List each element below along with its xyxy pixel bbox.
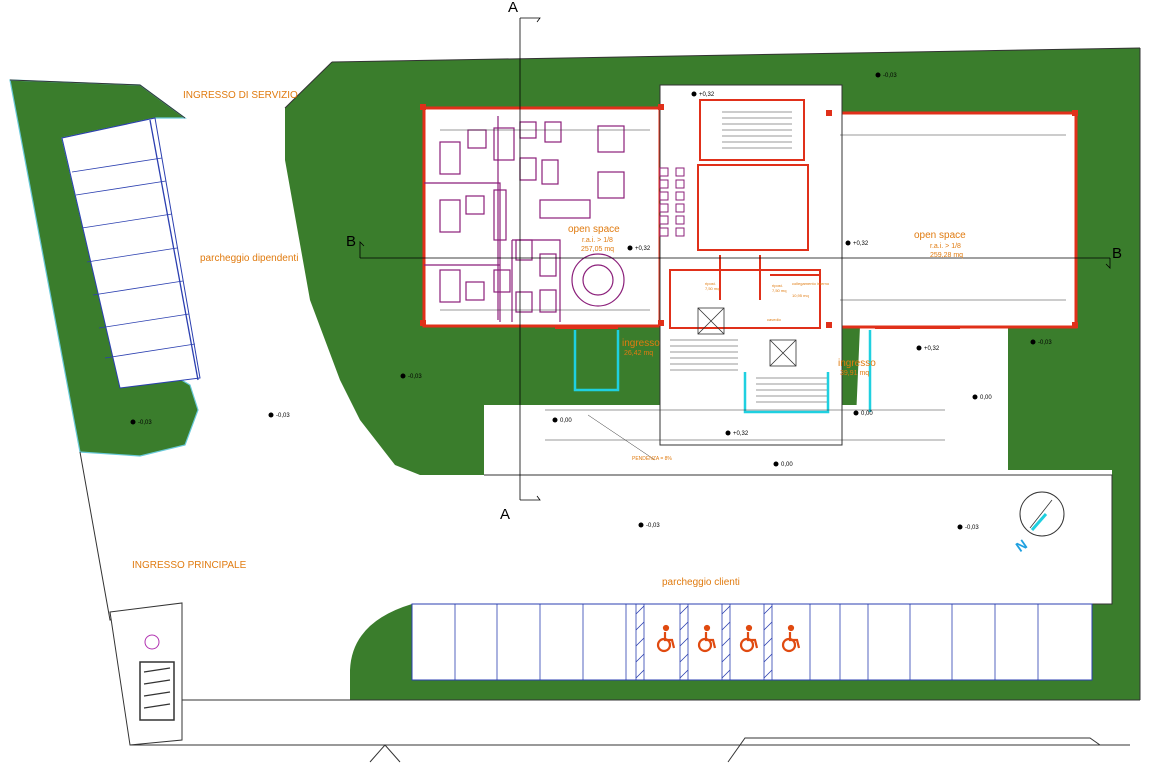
svg-text:+0,32: +0,32	[924, 346, 940, 352]
section-mark-b-right: B	[1112, 245, 1122, 262]
wheelchair-icon	[739, 624, 759, 653]
svg-text:259,28 mq: 259,28 mq	[930, 252, 963, 259]
section-lines	[359, 17, 1111, 501]
svg-text:-0,03: -0,03	[883, 73, 897, 79]
wheelchair-icon	[781, 624, 801, 653]
site-outline	[9, 47, 1141, 763]
section-mark-a-bottom: A	[500, 506, 510, 523]
level-marker-icon: +0,32	[627, 245, 651, 252]
employee-parking	[61, 117, 201, 389]
room-open-space-west: open space r.a.i. > 1/8 257,05 mq	[568, 224, 620, 253]
room-storage-1: ripost. 7,50 mq	[705, 281, 719, 291]
svg-text:0,00: 0,00	[980, 395, 992, 401]
level-marker-icon: -0,03	[130, 419, 152, 426]
svg-text:257,05 mq: 257,05 mq	[581, 246, 614, 253]
room-storage-2: ripost. 7,50 mq	[772, 283, 786, 293]
employee-parking-label: parcheggio dipendenti	[200, 253, 298, 264]
level-marker-icon: -0,03	[957, 524, 979, 531]
svg-text:ingresso: ingresso	[622, 338, 660, 349]
level-marker-icon: 0,00	[972, 394, 992, 401]
building	[420, 84, 1078, 461]
svg-text:-0,03: -0,03	[138, 420, 152, 426]
svg-text:+0,32: +0,32	[853, 241, 869, 247]
furniture	[424, 116, 685, 322]
svg-text:ripost.: ripost.	[772, 283, 783, 288]
level-marker-icon: -0,03	[268, 412, 290, 419]
section-mark-a-top: A	[508, 0, 518, 16]
section-mark-b-left: B	[346, 233, 356, 250]
client-parking-label: parcheggio clienti	[662, 577, 740, 588]
svg-text:-0,03: -0,03	[965, 525, 979, 531]
svg-text:7,50 mq: 7,50 mq	[705, 286, 719, 291]
wheelchair-icon	[656, 624, 676, 653]
svg-text:-0,03: -0,03	[646, 523, 660, 529]
svg-text:39,91 mq: 39,91 mq	[840, 370, 869, 377]
level-marker-icon: +0,32	[725, 430, 749, 437]
room-open-space-east: open space r.a.i. > 1/8 259,28 mq	[914, 230, 966, 259]
gatehouse	[109, 602, 183, 746]
svg-text:ingresso: ingresso	[838, 358, 876, 369]
room-entrance-east: ingresso 39,91 mq	[838, 358, 876, 377]
svg-text:open space: open space	[568, 224, 620, 235]
level-marker-icon: 0,00	[853, 410, 873, 417]
svg-text:26,42 mq: 26,42 mq	[624, 350, 653, 357]
level-marker-icon: +0,32	[845, 240, 869, 247]
svg-text:open space: open space	[914, 230, 966, 241]
level-marker-icon: 0,00	[773, 461, 793, 468]
level-marker-icon: -0,03	[400, 373, 422, 380]
svg-text:10,95 mq: 10,95 mq	[792, 293, 809, 298]
svg-text:r.a.i. > 1/8: r.a.i. > 1/8	[582, 237, 613, 244]
room-entrance-west: ingresso 26,42 mq	[622, 338, 660, 357]
svg-text:0,00: 0,00	[560, 418, 572, 424]
wheelchair-icon	[697, 624, 717, 653]
svg-text:-0,03: -0,03	[408, 374, 422, 380]
level-marker-icon: 0,00	[552, 417, 572, 424]
svg-text:-0,03: -0,03	[1038, 340, 1052, 346]
east-wing	[826, 111, 1078, 329]
ramp-note: PENDENZA = 8%	[632, 456, 672, 462]
level-markers: +0,32 -0,03 0,00 -0,03 -0,03 -0,03 -0,03…	[130, 72, 1052, 531]
svg-text:+0,32: +0,32	[733, 431, 749, 437]
level-marker-icon: -0,03	[1030, 339, 1052, 346]
svg-text:collegamento interno: collegamento interno	[792, 281, 830, 286]
svg-text:+0,32: +0,32	[699, 92, 715, 98]
level-marker-icon: -0,03	[638, 522, 660, 529]
level-marker-icon: +0,32	[691, 91, 715, 98]
level-marker-icon: +0,32	[916, 345, 940, 352]
service-entrance-label: INGRESSO DI SERVIZIO	[183, 90, 298, 101]
access-aisles	[635, 603, 773, 681]
svg-text:0,00: 0,00	[781, 462, 793, 468]
core	[659, 84, 843, 446]
svg-text:ripost.: ripost.	[705, 281, 716, 286]
svg-text:7,50 mq: 7,50 mq	[772, 288, 786, 293]
client-parking	[411, 603, 1093, 681]
shaft-label: cavedio	[767, 317, 782, 322]
svg-text:-0,03: -0,03	[276, 413, 290, 419]
svg-text:+0,32: +0,32	[635, 246, 651, 252]
main-entrance-label: INGRESSO PRINCIPALE	[132, 560, 247, 571]
north-label: N	[1012, 536, 1029, 555]
level-marker-icon: -0,03	[875, 72, 897, 79]
svg-text:0,00: 0,00	[861, 411, 873, 417]
north-arrow-icon: N	[1012, 491, 1065, 555]
room-connection: collegamento interno 10,95 mq	[792, 281, 830, 298]
svg-text:r.a.i. > 1/8: r.a.i. > 1/8	[930, 243, 961, 250]
